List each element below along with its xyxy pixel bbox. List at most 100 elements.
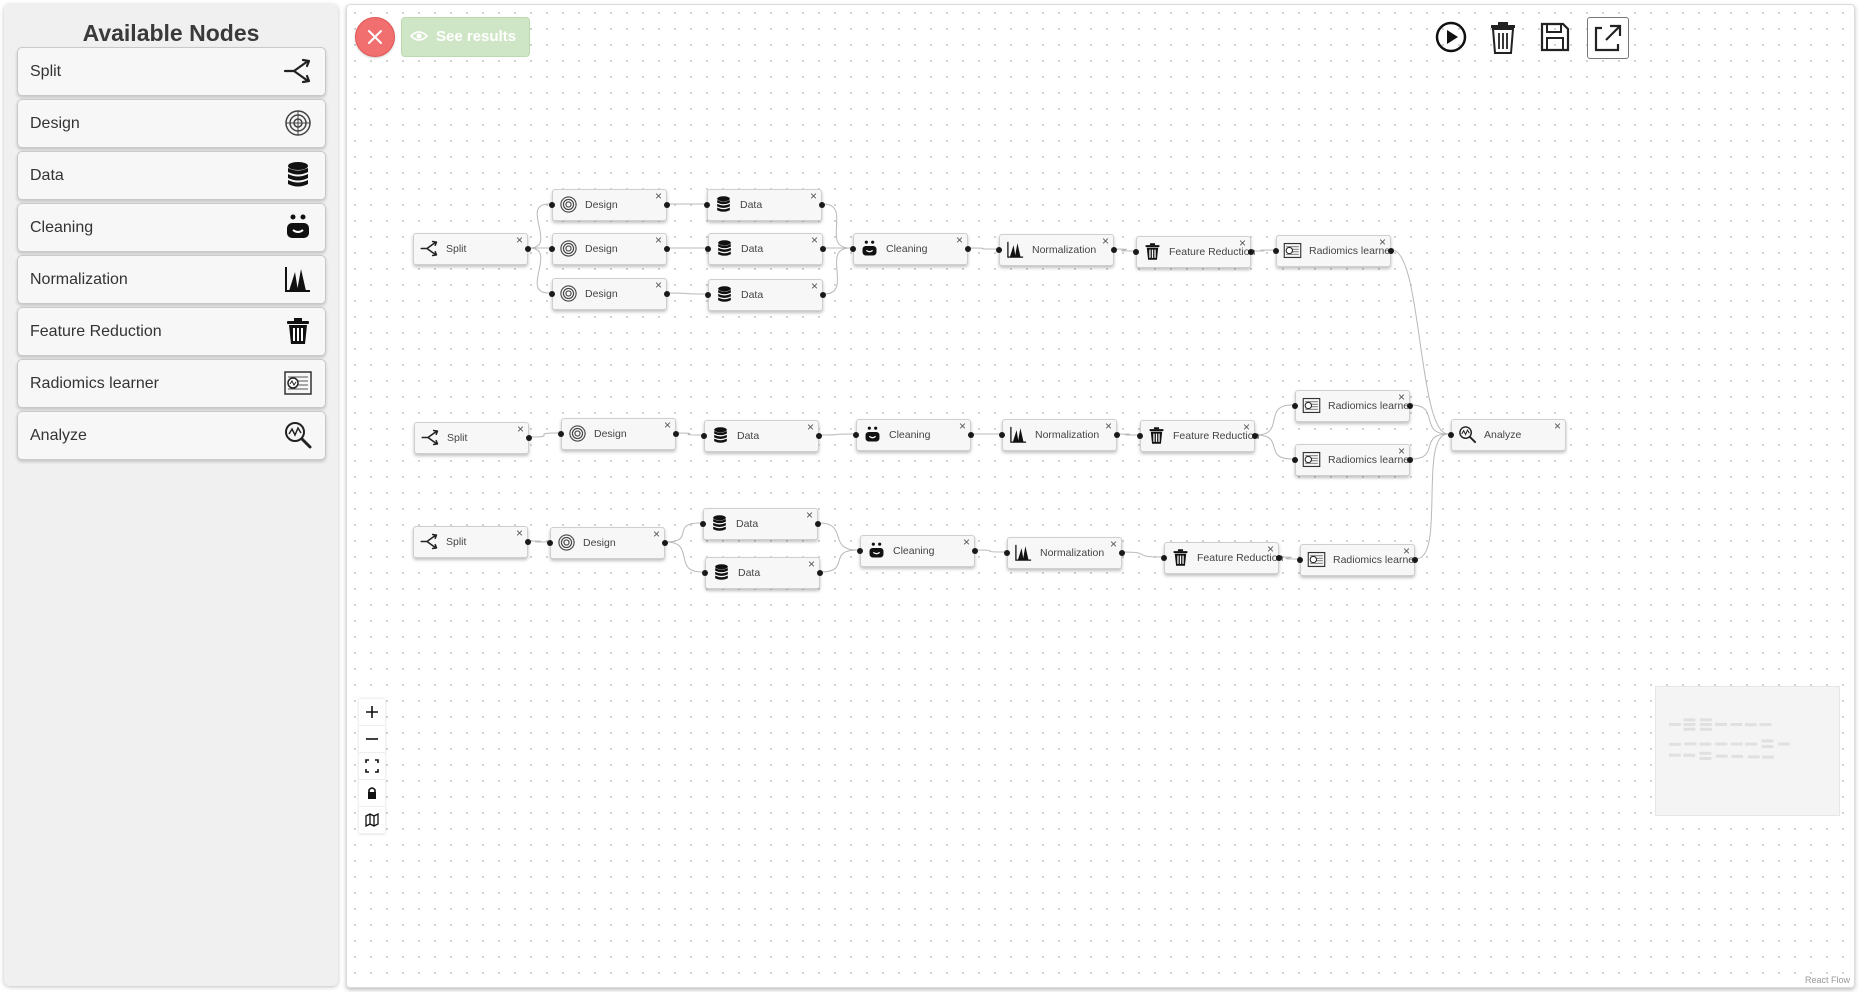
palette-item-normalization[interactable]: Normalization (17, 255, 326, 304)
remove-node-button[interactable]: × (1101, 234, 1109, 248)
output-handle[interactable] (664, 246, 670, 252)
flow-node-radiomics[interactable]: Radiomics learner× (1273, 235, 1394, 267)
flow-node-cleaning[interactable]: Cleaning× (857, 535, 978, 567)
output-handle[interactable] (664, 291, 670, 297)
remove-node-button[interactable]: × (1397, 390, 1405, 404)
flow-node-data[interactable]: Data× (701, 420, 822, 452)
run-button[interactable] (1431, 17, 1471, 57)
flow-edge[interactable] (1122, 551, 1162, 558)
flow-edge[interactable] (975, 549, 1005, 553)
flow-node-radiomics[interactable]: Radiomics learner× (1292, 390, 1413, 422)
delete-button[interactable] (1483, 17, 1523, 57)
output-handle[interactable] (820, 292, 826, 298)
input-handle[interactable] (857, 548, 863, 554)
minimap-toggle-button[interactable] (359, 807, 385, 834)
output-handle[interactable] (1114, 432, 1120, 438)
output-handle[interactable] (1276, 555, 1282, 561)
input-handle[interactable] (1292, 457, 1298, 463)
remove-node-button[interactable]: × (805, 508, 813, 522)
input-handle[interactable] (1161, 555, 1167, 561)
attribution[interactable]: React Flow (1804, 975, 1850, 985)
input-handle[interactable] (549, 246, 555, 252)
remove-node-button[interactable]: × (1109, 537, 1117, 551)
lock-button[interactable] (359, 780, 385, 807)
remove-node-button[interactable]: × (1238, 236, 1246, 250)
flow-edge[interactable] (1114, 248, 1134, 252)
input-handle[interactable] (999, 432, 1005, 438)
flow-node-radiomics[interactable]: Radiomics learner× (1292, 444, 1413, 476)
input-handle[interactable] (1297, 557, 1303, 563)
output-handle[interactable] (673, 431, 679, 437)
palette-item-data[interactable]: Data (17, 151, 326, 200)
minimap[interactable] (1655, 686, 1840, 816)
flow-node-radiomics[interactable]: Radiomics learner× (1297, 544, 1418, 576)
palette-item-cleaning[interactable]: Cleaning (17, 203, 326, 252)
input-handle[interactable] (701, 433, 707, 439)
close-button[interactable] (355, 17, 395, 57)
flow-node-design[interactable]: Design× (558, 418, 679, 450)
flow-edge[interactable] (1279, 556, 1298, 560)
remove-node-button[interactable]: × (1104, 419, 1112, 433)
output-handle[interactable] (1407, 457, 1413, 463)
output-handle[interactable] (972, 548, 978, 554)
flow-edge[interactable] (676, 432, 702, 436)
input-handle[interactable] (1137, 433, 1143, 439)
input-handle[interactable] (850, 246, 856, 252)
remove-node-button[interactable]: × (809, 189, 817, 203)
output-handle[interactable] (1412, 557, 1418, 563)
flow-node-data[interactable]: Data× (705, 279, 826, 311)
output-handle[interactable] (817, 570, 823, 576)
flow-node-split[interactable]: Split× (414, 422, 532, 454)
palette-item-split[interactable]: Split (17, 47, 326, 96)
output-handle[interactable] (1248, 249, 1254, 255)
flow-edge[interactable] (1255, 434, 1293, 460)
remove-node-button[interactable]: × (515, 233, 523, 247)
remove-node-button[interactable]: × (654, 233, 662, 247)
output-handle[interactable] (816, 433, 822, 439)
flow-node-data[interactable]: Data× (705, 233, 826, 265)
output-handle[interactable] (1407, 403, 1413, 409)
output-handle[interactable] (1388, 248, 1394, 254)
remove-node-button[interactable]: × (515, 526, 523, 540)
remove-node-button[interactable]: × (654, 278, 662, 292)
flow-edge[interactable] (1391, 249, 1449, 435)
flow-edge[interactable] (1251, 249, 1274, 252)
flow-edge[interactable] (665, 541, 703, 573)
fit-view-button[interactable] (359, 753, 385, 780)
remove-node-button[interactable]: × (955, 233, 963, 247)
flow-edge[interactable] (1117, 433, 1138, 436)
input-handle[interactable] (549, 202, 555, 208)
output-handle[interactable] (815, 521, 821, 527)
flow-edge[interactable] (968, 247, 997, 250)
flow-node-cleaning[interactable]: Cleaning× (853, 419, 974, 451)
flow-node-design[interactable]: Design× (549, 233, 670, 265)
flow-edge[interactable] (820, 549, 858, 573)
input-handle[interactable] (1292, 403, 1298, 409)
flow-node-data[interactable]: Data× (702, 557, 823, 589)
input-handle[interactable] (705, 292, 711, 298)
flow-edge[interactable] (1410, 433, 1449, 460)
flow-node-feature[interactable]: Feature Reduction× (1161, 542, 1283, 574)
remove-node-button[interactable]: × (806, 420, 814, 434)
flow-node-split[interactable]: Split× (413, 526, 531, 558)
remove-node-button[interactable]: × (958, 419, 966, 433)
save-button[interactable] (1535, 17, 1575, 57)
output-handle[interactable] (820, 246, 826, 252)
flow-edge[interactable] (823, 247, 851, 295)
remove-node-button[interactable]: × (1402, 544, 1410, 558)
input-handle[interactable] (1273, 248, 1279, 254)
output-handle[interactable] (525, 539, 531, 545)
output-handle[interactable] (662, 540, 668, 546)
flow-edge[interactable] (667, 292, 706, 295)
input-handle[interactable] (705, 246, 711, 252)
input-handle[interactable] (704, 202, 710, 208)
flow-edge[interactable] (822, 203, 851, 249)
input-handle[interactable] (558, 431, 564, 437)
flow-node-normalization[interactable]: Normalization× (999, 419, 1120, 451)
input-handle[interactable] (547, 540, 553, 546)
input-handle[interactable] (702, 570, 708, 576)
flow-node-normalization[interactable]: Normalization× (1004, 537, 1125, 569)
remove-node-button[interactable]: × (1378, 235, 1386, 249)
flow-node-design[interactable]: Design× (549, 278, 670, 310)
output-handle[interactable] (525, 246, 531, 252)
